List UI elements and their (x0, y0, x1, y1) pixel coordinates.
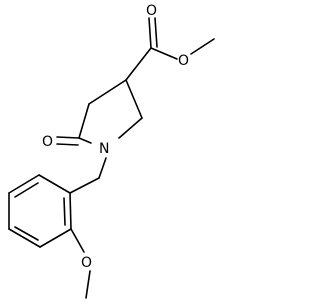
bond-ester-c-o (150, 47, 178, 60)
atom-label-lactam-oxygen: O (42, 134, 53, 150)
bond-ar-c2-c3 (39, 228, 72, 248)
atom-label-methoxy-oxygen: O (81, 255, 92, 271)
bond-ar-c1-c2 (69, 192, 72, 230)
bond-c2-c3 (125, 79, 143, 119)
molecule-canvas: O O O N O (8, 3, 215, 299)
bond-n-ch2 (98, 157, 107, 179)
bond-ester-o-methyl (190, 38, 215, 55)
bond-ar-inner-2 (14, 226, 39, 241)
bond-c3-c4 (88, 79, 127, 105)
bond-lactam-carbonyl (56, 136, 80, 139)
bond-c3-ester-carbon (125, 47, 152, 81)
bond-c4-c5 (78, 103, 90, 139)
bond-ester-carbonyl-double (154, 17, 158, 48)
bond-ar-o (70, 228, 85, 253)
bond-ar-c3-c4 (8, 228, 41, 248)
bond-n-c2 (118, 117, 143, 139)
bond-o-methyl (85, 270, 91, 299)
bond-ar-c5-c6 (8, 174, 40, 194)
molecule-structure: O O O N O (8, 3, 215, 299)
atom-label-ester-oxygen: O (178, 53, 189, 69)
bond-lactam-carbonyl-double (56, 143, 79, 146)
bond-c5-n (78, 137, 92, 144)
bond-ar-inner-3 (14, 182, 39, 198)
bond-ester-carbonyl (148, 17, 152, 49)
bond-ch2-aryl (69, 177, 100, 194)
atom-label-ring-nitrogen: N (99, 141, 109, 157)
atom-label-carbonyl-oxygen: O (146, 3, 157, 19)
bond-ar-c6-c1 (38, 174, 71, 194)
bond-ar-inner-1 (63, 197, 66, 226)
